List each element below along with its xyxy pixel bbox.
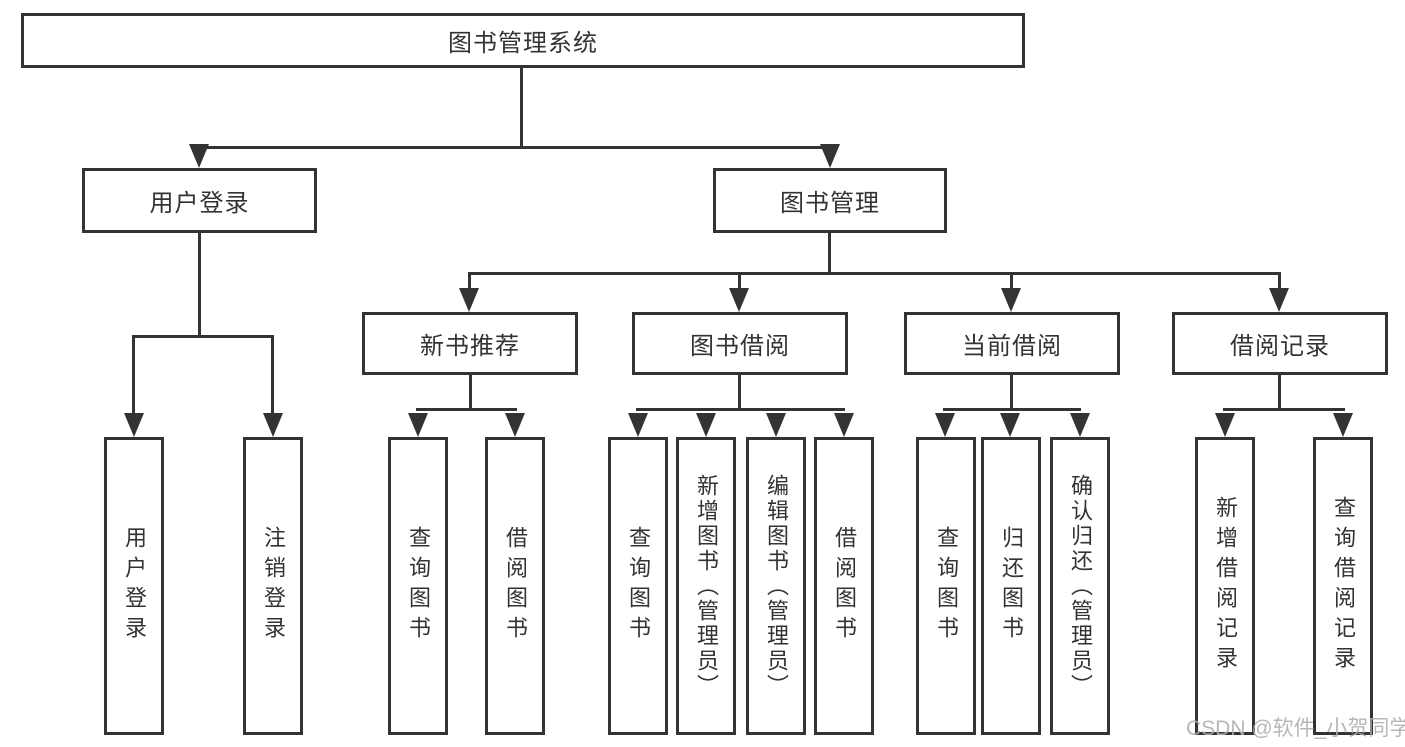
leaf-edit-books-admin-label: 编辑图书（管理员） [764, 473, 789, 699]
connector-level3-drop-3 [1010, 272, 1013, 290]
leaf-add-books-admin-label: 新增图书（管理员） [694, 473, 719, 699]
arrowhead-leaf-add-record [1215, 413, 1235, 437]
arrowhead-leaf-query-2 [628, 413, 648, 437]
leaf-confirm-return-admin: 确认归还（管理员） [1050, 437, 1110, 735]
connector-root-bar [198, 146, 832, 149]
connector-newbook-stub [469, 375, 472, 411]
arrowhead-leaf-return-books [1000, 413, 1020, 437]
arrowhead-leaf-query-1 [408, 413, 428, 437]
leaf-confirm-return-admin-label: 确认归还（管理员） [1068, 473, 1093, 699]
connector-userlogin-stub [198, 232, 201, 338]
leaf-query-books-2: 查询图书 [608, 437, 668, 735]
node-current-borrow: 当前借阅 [904, 312, 1120, 375]
leaf-query-borrow-record: 查询借阅记录 [1313, 437, 1373, 735]
connector-level3-bar [468, 272, 1281, 275]
arrowhead-leaf-borrow-2 [834, 413, 854, 437]
arrowhead-book-management [820, 144, 840, 168]
arrowhead-leaf-add-books [696, 413, 716, 437]
connector-bookborrow-bar [636, 408, 845, 411]
leaf-borrow-books-1: 借阅图书 [485, 437, 545, 735]
node-borrow-records: 借阅记录 [1172, 312, 1388, 375]
connector-bookmgmt-stub [828, 233, 831, 274]
arrowhead-leaf-edit-books [766, 413, 786, 437]
node-user-login: 用户登录 [82, 168, 317, 233]
node-root-library-system: 图书管理系统 [21, 13, 1025, 68]
leaf-query-books-1-label: 查询图书 [406, 526, 431, 646]
leaf-logout: 注销登录 [243, 437, 303, 735]
connector-level3-drop-4 [1278, 272, 1281, 290]
connector-userlogin-drop-1 [132, 335, 135, 419]
node-book-borrow-label: 图书借阅 [690, 333, 790, 360]
node-book-management-label: 图书管理 [780, 190, 880, 217]
node-borrow-records-label: 借阅记录 [1230, 333, 1330, 360]
leaf-query-books-3-label: 查询图书 [934, 526, 959, 646]
leaf-return-books-label: 归还图书 [999, 526, 1024, 646]
leaf-query-books-2-label: 查询图书 [626, 526, 651, 646]
node-user-login-label: 用户登录 [149, 190, 250, 217]
leaf-borrow-books-2: 借阅图书 [814, 437, 874, 735]
connector-userlogin-drop-2 [271, 335, 274, 419]
connector-root-stub [520, 68, 523, 148]
arrowhead-current-borrow [1001, 288, 1021, 312]
node-new-book-recommend-label: 新书推荐 [420, 333, 520, 360]
arrowhead-book-borrow [729, 288, 749, 312]
leaf-user-login-label: 用户登录 [122, 526, 147, 646]
csdn-watermark: CSDN @软件_小贺同学 [1186, 717, 1405, 740]
leaf-query-books-1: 查询图书 [388, 437, 448, 735]
connector-records-bar [1223, 408, 1345, 411]
arrowhead-user-login [189, 144, 209, 168]
node-current-borrow-label: 当前借阅 [962, 333, 1062, 360]
connector-userlogin-bar [132, 335, 274, 338]
leaf-add-books-admin: 新增图书（管理员） [676, 437, 736, 735]
leaf-add-borrow-record-label: 新增借阅记录 [1213, 496, 1238, 676]
leaf-edit-books-admin: 编辑图书（管理员） [746, 437, 806, 735]
arrowhead-leaf-query-record [1333, 413, 1353, 437]
connector-records-stub [1278, 375, 1281, 411]
node-new-book-recommend: 新书推荐 [362, 312, 578, 375]
arrowhead-leaf-confirm-return [1070, 413, 1090, 437]
connector-level3-drop-2 [738, 272, 741, 290]
arrowhead-new-book-recommend [459, 288, 479, 312]
node-root-label: 图书管理系统 [448, 30, 598, 57]
leaf-return-books: 归还图书 [981, 437, 1041, 735]
connector-currentborrow-stub [1010, 375, 1013, 411]
leaf-borrow-books-2-label: 借阅图书 [832, 526, 857, 646]
leaf-query-borrow-record-label: 查询借阅记录 [1331, 496, 1356, 676]
leaf-user-login: 用户登录 [104, 437, 164, 735]
connector-currentborrow-bar [943, 408, 1081, 411]
arrowhead-leaf-logout [263, 413, 283, 437]
node-book-borrow: 图书借阅 [632, 312, 848, 375]
arrowhead-leaf-borrow-1 [505, 413, 525, 437]
leaf-logout-label: 注销登录 [261, 526, 286, 646]
connector-level3-drop-1 [468, 272, 471, 290]
leaf-add-borrow-record: 新增借阅记录 [1195, 437, 1255, 735]
connector-bookborrow-stub [738, 375, 741, 411]
arrowhead-borrow-records [1269, 288, 1289, 312]
node-book-management: 图书管理 [713, 168, 947, 233]
leaf-borrow-books-1-label: 借阅图书 [503, 526, 528, 646]
connector-newbook-bar [416, 408, 517, 411]
arrowhead-leaf-user-login [124, 413, 144, 437]
leaf-query-books-3: 查询图书 [916, 437, 976, 735]
arrowhead-leaf-query-3 [935, 413, 955, 437]
